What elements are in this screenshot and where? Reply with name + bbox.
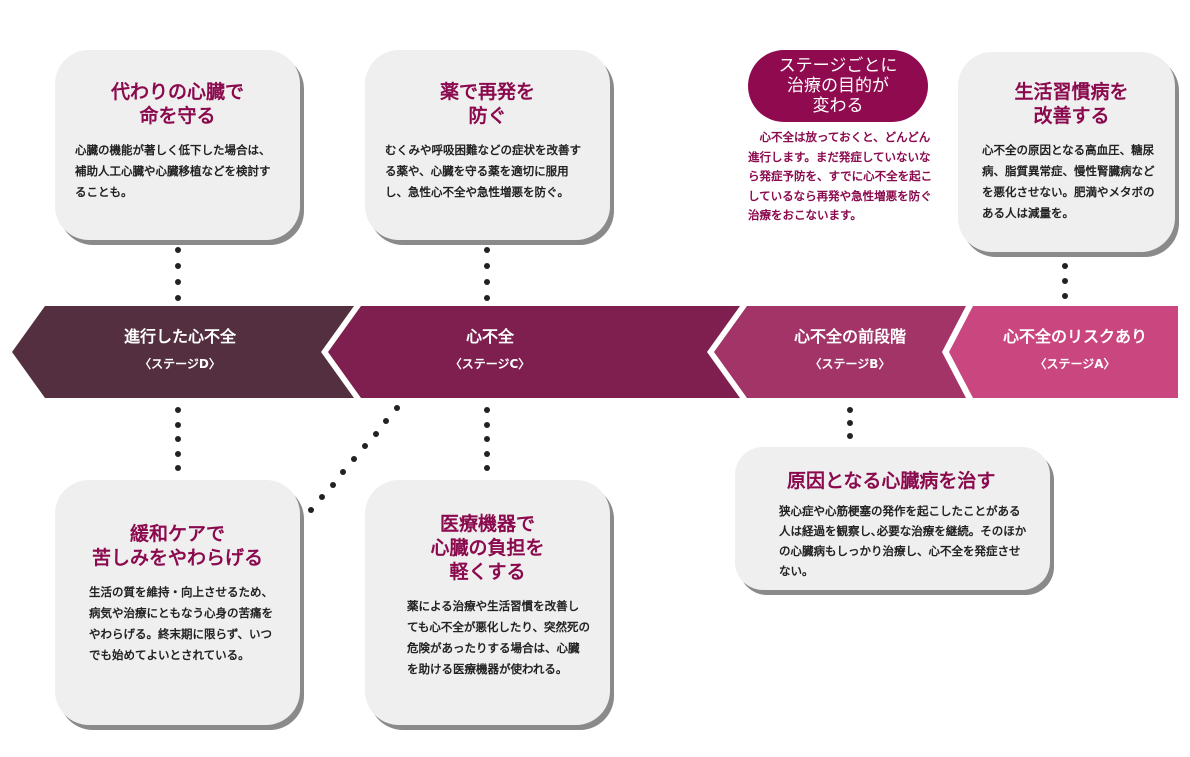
box-body: むくみや呼吸困難などの症状を改善する薬や、心臓を守る薬を適切に服用し、急性心不全… (385, 143, 581, 199)
connector-dot (308, 507, 314, 513)
connector-dot (383, 417, 390, 424)
connector-dot (1062, 263, 1068, 269)
connector-dot (484, 279, 490, 285)
connector-dot (175, 450, 181, 457)
stage-d-title: 進行した心不全 (123, 327, 236, 346)
stage-b-arrow (714, 306, 966, 398)
connector-dot (484, 263, 490, 269)
stage-a-sub: 〈ステージA〉 (1034, 357, 1116, 371)
connector-dot (175, 247, 181, 253)
box-title: 代わりの心臓で 命を守る (110, 81, 244, 127)
callout-badge: ステージごとに 治療の目的が 変わる (748, 50, 928, 122)
connector-dot (175, 295, 181, 301)
stage-b-label: 心不全の前段階 〈ステージB〉 (740, 326, 960, 374)
connector-dot (484, 436, 490, 442)
connector-dot (484, 421, 490, 428)
connector-dot (484, 450, 490, 457)
connector-dot (351, 456, 357, 462)
connector-dot (175, 421, 181, 428)
box-palliative-care: 緩和ケアで 苦しみをやわらげる 生活の質を維持・向上させるため、病気や治療にとも… (55, 480, 300, 725)
box-body: 狭心症や心筋梗塞の発作を起こしたことがある人は経過を観察し､必要な治療を継続。そ… (779, 504, 1027, 578)
box-artificial-heart: 代わりの心臓で 命を守る 心臓の機能が著しく低下した場合は、補助人工心臓や心臓移… (55, 50, 300, 240)
connector-dot (340, 468, 347, 475)
box-body: 生活の質を維持・向上させるため、病気や治療にともなう心身の苦痛をやわらげる。終末… (89, 585, 273, 662)
box-medication: 薬で再発を 防ぐ むくみや呼吸困難などの症状を改善する薬や、心臓を守る薬を適切に… (365, 50, 610, 240)
box-body: 心不全の原因となる高血圧、糖尿病、脂質異常症、慢性腎臓病などを悪化させない。肥満… (982, 143, 1155, 220)
callout-text: 心不全は放っておくと、どんどん進行します。まだ発症していないなら発症予防を、すで… (748, 130, 933, 222)
box-lifestyle-disease: 生活習慣病を 改善する 心不全の原因となる高血圧、糖尿病、脂質異常症、慢性腎臓病… (958, 52, 1175, 252)
stage-c-arrow (328, 306, 740, 398)
connector-dot (318, 494, 325, 501)
connector-dot (1062, 293, 1068, 299)
box-medical-devices: 医療機器で 心臓の負担を 軽くする 薬による治療や生活習慣を改善しても心不全が悪… (365, 480, 610, 725)
stage-c-sub: 〈ステージC〉 (449, 357, 531, 371)
box-title: 薬で再発を 防ぐ (439, 81, 535, 127)
connector-dot (361, 443, 368, 450)
connector-dot (847, 433, 853, 439)
connector-dot (847, 420, 853, 426)
stage-a-label: 心不全のリスクあり 〈ステージA〉 (965, 326, 1185, 374)
box-title: 原因となる心臓病を治す (787, 470, 996, 492)
stage-c-label: 心不全 〈ステージC〉 (380, 326, 600, 374)
box-treat-heart-disease: 原因となる心臓病を治す 狭心症や心筋梗塞の発作を起こしたことがある人は経過を観察… (735, 447, 1050, 590)
connector-dot (175, 465, 181, 471)
connector-dot (329, 481, 336, 488)
stage-d-sub: 〈ステージD〉 (139, 357, 221, 371)
box-body: 心臓の機能が著しく低下した場合は、補助人工心臓や心臓移植などを検討することも。 (75, 143, 271, 199)
connector-dot (484, 465, 490, 471)
connector-dot (372, 430, 379, 437)
connector-dot (847, 407, 853, 413)
connector-dot (484, 407, 490, 413)
connector-dot (175, 436, 181, 442)
connector-dot (394, 405, 400, 411)
connector-dot (175, 407, 181, 413)
connector-dot (484, 295, 490, 301)
stage-d-label: 進行した心不全 〈ステージD〉 (60, 326, 300, 374)
box-body: 薬による治療や生活習慣を改善しても心不全が悪化したり、突然死の危険があったりする… (407, 599, 590, 676)
connector-dot (175, 263, 181, 269)
stage-a-arrow (949, 306, 1178, 398)
box-title: 医療機器で 心臓の負担を 軽くする (430, 513, 545, 583)
connector-dot (1062, 278, 1068, 284)
stage-a-title: 心不全のリスクあり (1002, 327, 1147, 346)
stage-b-title: 心不全の前段階 (793, 327, 906, 346)
box-title: 緩和ケアで 苦しみをやわらげる (91, 523, 263, 569)
box-title: 生活習慣病を 改善する (1014, 81, 1129, 127)
stage-b-sub: 〈ステージB〉 (809, 357, 891, 371)
connector-dot (175, 279, 181, 285)
connector-dot (484, 247, 490, 253)
stage-c-title: 心不全 (465, 327, 514, 346)
stage-d-arrow (12, 306, 354, 398)
